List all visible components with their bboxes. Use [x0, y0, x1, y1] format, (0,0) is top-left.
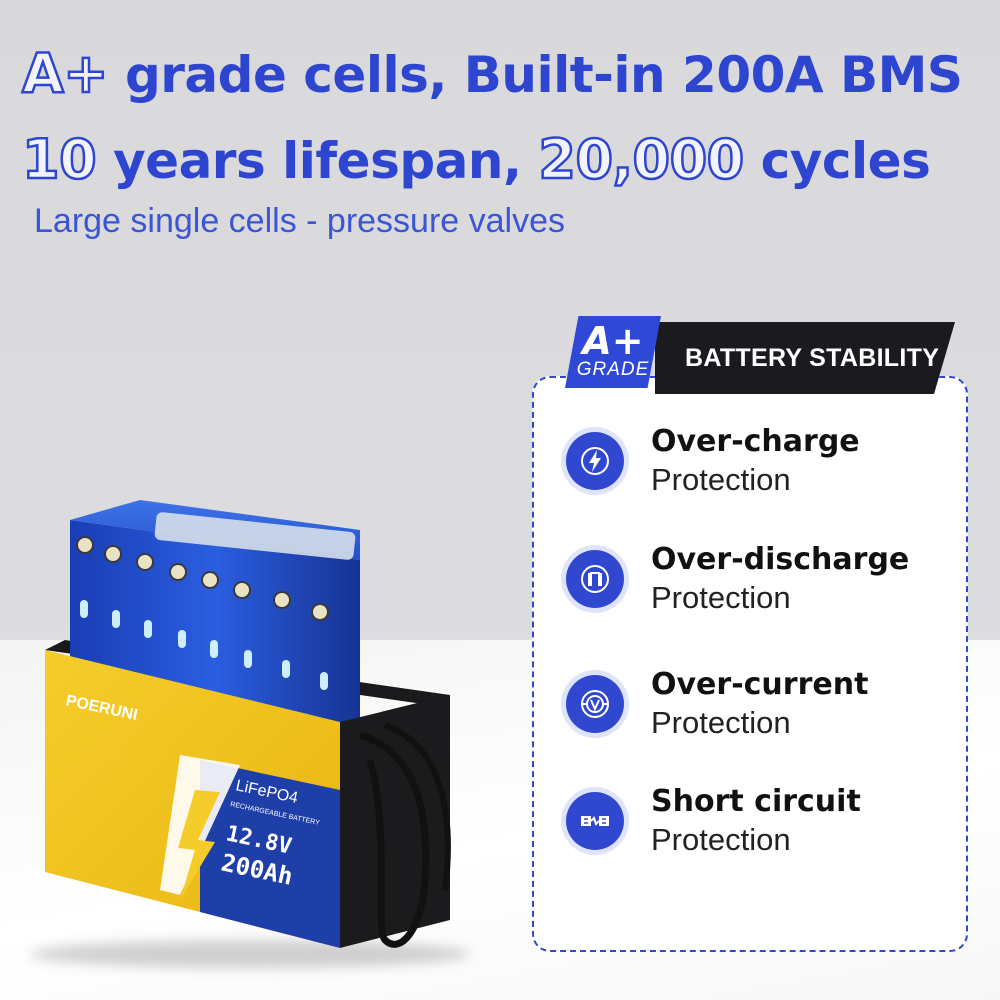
- lightning-bolt-icon: [566, 432, 624, 490]
- battery-illustration: POERUNI LiFePO4 RECHARGEABLE BATTERY 12.…: [45, 500, 451, 948]
- rope-handle: [358, 731, 430, 948]
- headline-line-1: A+ grade cells, Built-in 200A BMS: [21, 41, 992, 107]
- subtitle: Large single cells - pressure valves: [34, 202, 566, 240]
- pressure-valves: [80, 600, 328, 690]
- feature-sub: Protection: [651, 580, 791, 615]
- feature-over-discharge: Over-discharge Protection: [566, 542, 956, 630]
- feature-title: Over-current: [651, 667, 869, 702]
- feature-title: Over-charge: [651, 424, 860, 459]
- tag-main: A+: [582, 319, 644, 363]
- feature-sub: Protection: [651, 705, 791, 740]
- stability-title: BATTERY STABILITY: [685, 343, 940, 372]
- feature-title: Short circuit: [651, 784, 861, 819]
- cycles-number: 20,000: [537, 127, 745, 193]
- feature-sub: Protection: [651, 462, 791, 497]
- voltmeter-icon: [566, 675, 624, 733]
- tag-sub: GRADE: [576, 359, 650, 380]
- headline-line-1-text: grade cells, Built-in 200A BMS: [124, 46, 963, 104]
- a-plus-badge: A+: [21, 41, 110, 107]
- stability-title-bar: BATTERY STABILITY: [655, 322, 955, 394]
- feature-title: Over-discharge: [651, 542, 910, 577]
- years-number: 10: [21, 127, 98, 193]
- feature-sub: Protection: [651, 822, 791, 857]
- feature-short-circuit: Short circuit Protection: [566, 784, 956, 872]
- headline-line-2: 10 years lifespan, 20,000 cycles: [21, 127, 992, 193]
- cell-terminals: [76, 536, 329, 621]
- short-circuit-icon: [566, 792, 624, 850]
- feature-over-current: Over-current Protection: [566, 667, 956, 755]
- battery-cells-icon: [566, 550, 624, 608]
- headline-line-2-mid: years lifespan,: [96, 132, 539, 190]
- feature-over-charge: Over-charge Protection: [566, 424, 956, 512]
- a-plus-grade-tag: A+ GRADE: [565, 316, 661, 388]
- headline-line-2-end: cycles: [743, 132, 931, 190]
